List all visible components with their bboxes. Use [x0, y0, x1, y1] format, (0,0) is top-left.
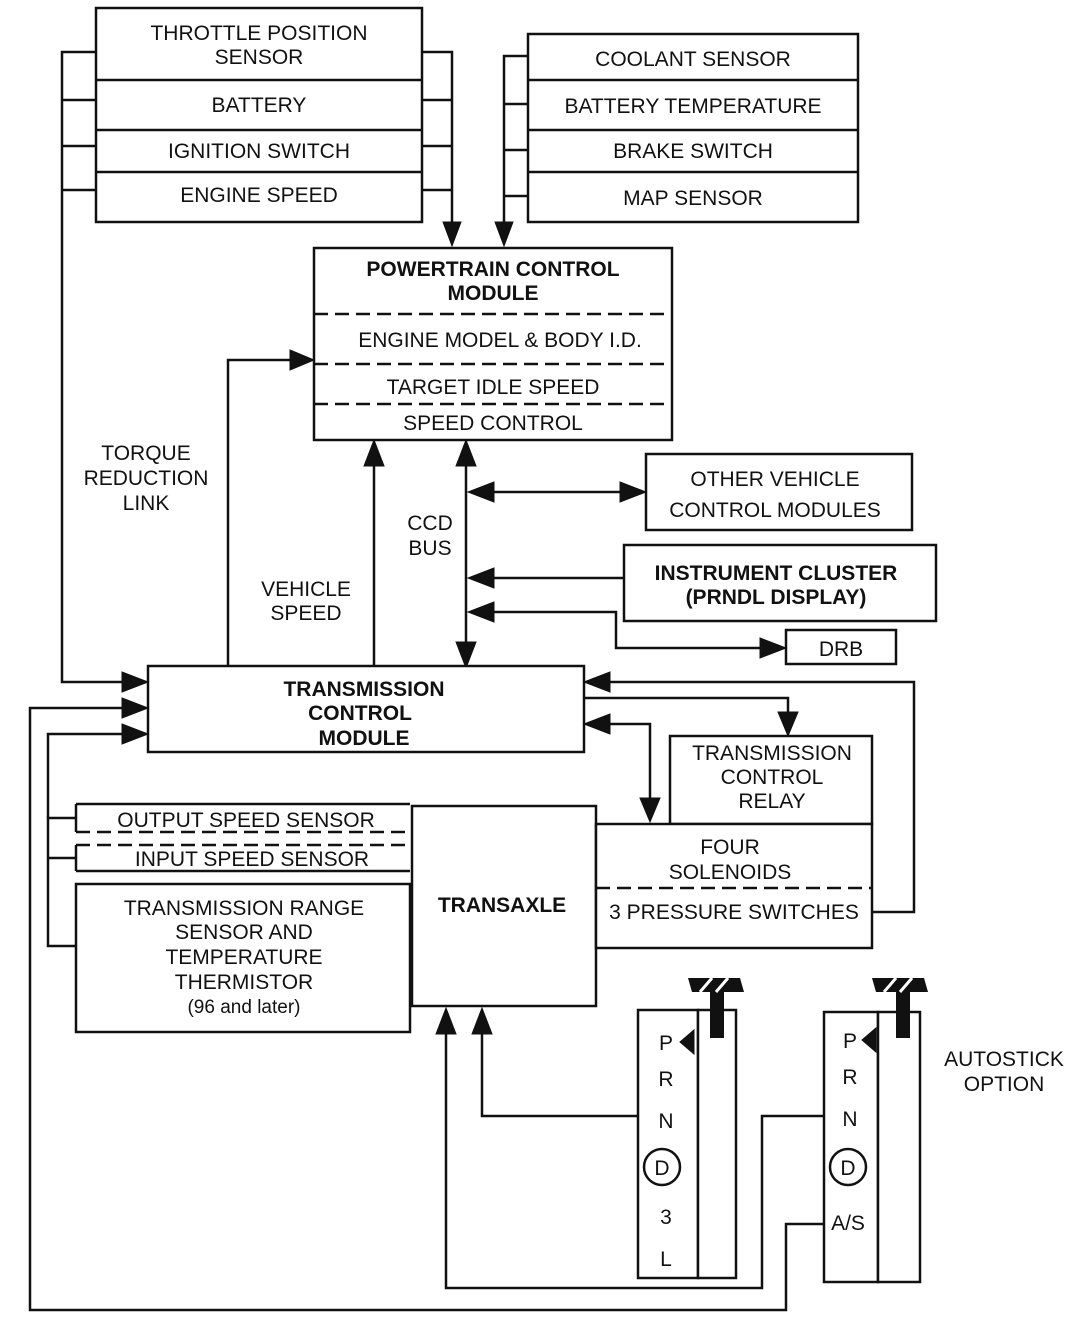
autostick-shifter-linkage — [435, 1006, 824, 1290]
right-input-group: COOLANT SENSOR BATTERY TEMPERATURE BRAKE… — [526, 32, 860, 224]
relay-label-3: RELAY — [738, 790, 805, 813]
tcm-title-2: CONTROL — [308, 702, 412, 725]
other-vehicle-control-modules: OTHER VEHICLE CONTROL MODULES — [644, 452, 914, 532]
range-sensor-label-4: THERMISTOR — [175, 971, 313, 994]
tcm-to-relay — [584, 696, 799, 738]
auto-shift-as: A/S — [831, 1212, 865, 1235]
right-input-frame — [526, 32, 860, 224]
auto-shift-d: D — [840, 1157, 855, 1180]
drb-label: DRB — [819, 638, 863, 661]
tcm-to-solenoids — [582, 713, 661, 824]
arrow-to-pcm-right — [494, 221, 514, 248]
other-modules-label-1: OTHER VEHICLE — [690, 468, 859, 491]
instrument-cluster: INSTRUMENT CLUSTER (PRNDL DISPLAY) — [622, 543, 938, 623]
arrow-to-pcm-left — [442, 221, 462, 248]
left-input-right-connectors — [422, 50, 462, 248]
left-input-frame — [94, 6, 424, 224]
ccd-bus-line — [455, 438, 477, 670]
transmission-control-relay: TRANSMISSION CONTROL RELAY — [668, 734, 874, 826]
autostick-option-label-2: OPTION — [964, 1073, 1045, 1096]
tcm-title-3: MODULE — [319, 727, 410, 750]
other-modules-label-2: CONTROL MODULES — [669, 499, 881, 522]
torque-reduction-label-3: LINK — [123, 492, 170, 515]
tcm-title-1: TRANSMISSION — [283, 678, 444, 701]
range-sensor-label-5: (96 and later) — [187, 997, 300, 1018]
std-shift-r: R — [658, 1068, 673, 1091]
pcm-title-1: POWERTRAIN CONTROL — [366, 258, 619, 281]
std-shift-n: N — [658, 1110, 673, 1133]
map-sensor-label: MAP SENSOR — [623, 187, 763, 210]
battery-label: BATTERY — [212, 94, 307, 117]
torque-reduction-label-1: TORQUE — [101, 442, 190, 465]
pcm-target-idle: TARGET IDLE SPEED — [387, 376, 600, 399]
range-sensor-label-3: TEMPERATURE — [165, 946, 322, 969]
relay-label-2: CONTROL — [721, 766, 824, 789]
bus-to-other-modules — [466, 481, 648, 503]
pcm-title-2: MODULE — [448, 282, 539, 305]
drb-box: DRB — [784, 628, 898, 666]
pcm-engine-model: ENGINE MODEL & BODY I.D. — [358, 329, 642, 352]
battery-temperature-label: BATTERY TEMPERATURE — [564, 95, 821, 118]
std-shift-p: P — [659, 1032, 673, 1055]
transmission-control-module: TRANSMISSION CONTROL MODULE — [146, 664, 586, 754]
left-input-left-connectors — [60, 50, 130, 684]
range-sensor-label-1: TRANSMISSION RANGE — [124, 897, 364, 920]
solenoids-and-pressure-switches: FOUR SOLENOIDS 3 PRESSURE SWITCHES — [594, 822, 874, 950]
solenoids-label-1: FOUR — [700, 836, 760, 859]
throttle-sensor-label-1: THROTTLE POSITION — [150, 22, 367, 45]
autostick-option-label-1: AUTOSTICK — [944, 1048, 1064, 1071]
auto-shift-p: P — [843, 1030, 857, 1053]
transaxle-label: TRANSAXLE — [438, 894, 566, 917]
throttle-sensor-label-2: SENSOR — [215, 46, 304, 69]
vehicle-speed-label-2: SPEED — [270, 602, 341, 625]
output-speed-sensor: OUTPUT SPEED SENSOR — [74, 802, 410, 834]
input-speed-sensor-label: INPUT SPEED SENSOR — [135, 848, 369, 871]
standard-shifter: P R N D 3 L — [636, 977, 744, 1280]
torque-reduction-link — [226, 349, 316, 666]
pcm-speed-control: SPEED CONTROL — [403, 412, 583, 435]
torque-reduction-label-2: REDUCTION — [84, 467, 209, 490]
transaxle: TRANSAXLE — [410, 804, 598, 1008]
autostick-to-tcm-line — [28, 697, 824, 1312]
range-sensor-label-2: SENSOR AND — [175, 921, 313, 944]
ignition-switch-label: IGNITION SWITCH — [168, 140, 350, 163]
auto-shift-r: R — [842, 1066, 857, 1089]
engine-speed-label: ENGINE SPEED — [180, 184, 338, 207]
instrument-cluster-label-2: (PRNDL DISPLAY) — [686, 586, 867, 609]
drb-to-bus — [466, 601, 788, 659]
auto-shift-n: N — [842, 1108, 857, 1131]
std-shift-l: L — [660, 1248, 672, 1271]
std-shift-d: D — [654, 1157, 669, 1180]
sensors-to-tcm-line — [46, 723, 150, 948]
pressure-switches-label: 3 PRESSURE SWITCHES — [609, 901, 859, 924]
left-input-group: THROTTLE POSITION SENSOR BATTERY IGNITIO… — [94, 6, 424, 224]
instrument-cluster-label-1: INSTRUMENT CLUSTER — [655, 562, 898, 585]
vehicle-speed-link — [363, 438, 385, 666]
autostick-shifter: P R N D A/S — [822, 977, 928, 1284]
arrow-tcm-left-inputs — [121, 671, 150, 693]
brake-switch-label: BRAKE SWITCH — [613, 140, 773, 163]
std-shift-3: 3 — [660, 1206, 672, 1229]
ccd-bus-label-2: BUS — [408, 537, 451, 560]
vehicle-speed-label-1: VEHICLE — [261, 578, 351, 601]
pressure-switch-feedback — [582, 671, 916, 914]
standard-shifter-linkage — [471, 1006, 638, 1118]
powertrain-control-module: POWERTRAIN CONTROL MODULE ENGINE MODEL &… — [312, 246, 674, 442]
ccd-bus-label-1: CCD — [407, 512, 453, 535]
input-speed-sensor: INPUT SPEED SENSOR — [74, 843, 410, 873]
relay-label-1: TRANSMISSION — [692, 742, 852, 765]
output-speed-sensor-label: OUTPUT SPEED SENSOR — [117, 809, 375, 832]
solenoids-label-2: SOLENOIDS — [669, 861, 792, 884]
right-input-connectors — [494, 54, 528, 248]
cluster-to-bus — [466, 567, 624, 589]
transmission-range-sensor: TRANSMISSION RANGE SENSOR AND TEMPERATUR… — [74, 882, 412, 1034]
coolant-sensor-label: COOLANT SENSOR — [595, 48, 791, 71]
